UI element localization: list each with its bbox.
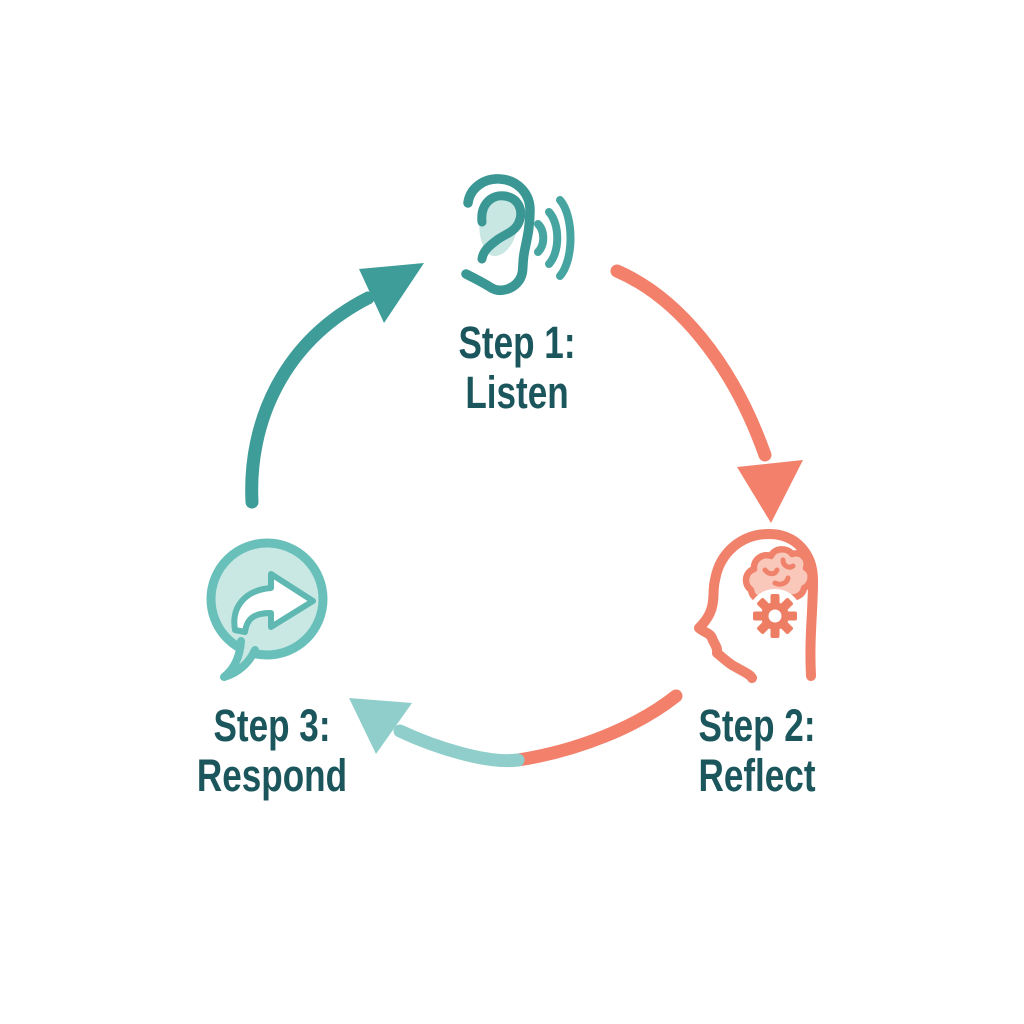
head-profile-brain-gear-icon [694, 529, 818, 683]
sound-waves-icon [534, 196, 575, 280]
step-3-name: Respond [196, 750, 348, 801]
arrow-reflect-to-respond-icon [349, 689, 683, 768]
head-outline [694, 529, 818, 683]
step-1-title: Step 1: [458, 317, 576, 368]
arrow-listen-to-reflect-icon [610, 264, 803, 523]
forward-arrow-icon [231, 571, 316, 635]
ear-with-sound-waves-icon [461, 174, 575, 295]
step-1-label: Step 1: Listen [400, 318, 634, 418]
gear-icon [748, 589, 802, 643]
arrow-respond-to-listen-icon [245, 263, 424, 509]
step-2-label: Step 2: Reflect [640, 701, 874, 801]
step-3-label: Step 3: Respond [155, 701, 389, 801]
step-3-title: Step 3: [213, 700, 331, 751]
step-1-name: Listen [465, 367, 569, 418]
step-2-title: Step 2: [698, 700, 816, 751]
ear-outline [461, 174, 535, 295]
speech-bubble-forward-arrow-icon [206, 538, 328, 681]
speech-bubble-tail [220, 637, 259, 681]
step-2-name: Reflect [698, 750, 816, 801]
ear-inner-swirl [477, 191, 526, 264]
